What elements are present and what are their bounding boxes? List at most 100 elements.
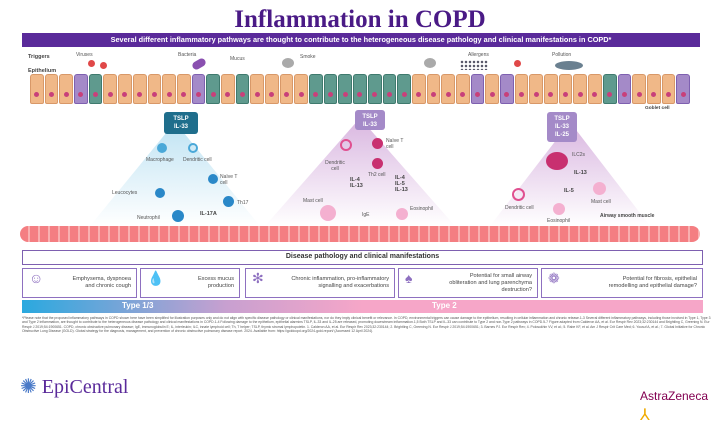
- epithelial-cell: [617, 74, 632, 104]
- astrazeneca-logo-text: AstraZeneca: [640, 389, 709, 403]
- cytokine-label: IL-17A: [200, 211, 217, 217]
- cell-label: Th2 cell: [368, 172, 386, 178]
- eosinophil-icon: [396, 208, 408, 220]
- astrazeneca-logo: AstraZeneca ⅄: [640, 387, 720, 425]
- pollution-icon: [555, 61, 583, 70]
- trigger-viruses: Viruses: [76, 52, 93, 58]
- epithelial-cell: [397, 74, 411, 104]
- epithelial-cell: [411, 74, 426, 104]
- epithelial-cell: [632, 74, 646, 104]
- footnote: *Please note that the proposed inflammat…: [22, 316, 711, 334]
- mucus-drops-icon: 💧: [147, 270, 165, 286]
- trigger-smoke: Smoke: [300, 54, 316, 60]
- type-1-3-label: Type 1/3: [122, 301, 154, 310]
- alarmin-label: IL-33: [173, 124, 188, 130]
- manifestation-text: Excess mucus production: [197, 276, 234, 289]
- manifestation-card: ✻ Chronic inflammation, pro-inflammatory …: [245, 268, 395, 298]
- epithelium-label: Epithelium: [28, 68, 57, 74]
- epithelial-cell: [338, 74, 353, 104]
- epithelial-cell: [426, 74, 441, 104]
- epithelial-cell: [59, 74, 74, 104]
- cell-label: Dendritic cell: [505, 205, 534, 211]
- naive-t-cell-icon: [372, 138, 383, 149]
- cell-label: Leucocytes: [112, 190, 138, 196]
- epithelial-cell: [74, 74, 88, 104]
- cytokine-label: IL-13: [574, 170, 587, 176]
- epithelial-cell: [30, 74, 44, 104]
- epithelial-cell: [44, 74, 59, 104]
- virus-icon: [514, 60, 521, 67]
- type-2-label: Type 2: [432, 301, 457, 310]
- mast-cell-icon: [593, 182, 606, 195]
- inflammation-cells-icon: ✻: [252, 270, 264, 286]
- epicentral-mark-icon: ✺: [20, 376, 42, 398]
- epithelial-cell: [676, 74, 690, 104]
- epithelial-cell: [382, 74, 397, 104]
- airway-muscle-label: Airway smooth muscle: [600, 213, 655, 219]
- disease-pathology-header: Disease pathology and clinical manifesta…: [22, 250, 703, 265]
- page-title: Inflammation in COPD: [234, 6, 486, 33]
- airway-smooth-muscle: [20, 226, 700, 242]
- epithelial-cell: [470, 74, 485, 104]
- manifestation-card: ❁ Potential for fibrosis, epithelial remo…: [541, 268, 703, 298]
- epithelial-cell: [103, 74, 118, 104]
- cell-label: Macrophage: [146, 157, 174, 163]
- virus-icon: [88, 60, 95, 67]
- inflammation-type-bar: Type 1/3 Type 2: [22, 300, 703, 313]
- epithelial-cell: [309, 74, 323, 104]
- alarmin-label: IL-33: [362, 122, 377, 128]
- epithelial-cell: [514, 74, 529, 104]
- dendritic-cell-icon: [188, 143, 198, 153]
- epithelial-cell: [441, 74, 455, 104]
- cell-label: Eosinophil: [547, 218, 571, 224]
- smoke-icon: [424, 58, 436, 68]
- manifestation-text: Chronic inflammation, pro-inflammatory s…: [291, 276, 389, 289]
- manifestation-text: Potential for small airway obliteration …: [449, 272, 532, 293]
- cell-label: Naïve T cell: [220, 174, 238, 186]
- epithelial-cell: [220, 74, 235, 104]
- epithelial-cell: [162, 74, 176, 104]
- trigger-pollution: Pollution: [552, 52, 572, 58]
- manifestation-text: Potential for fibrosis, epithelial remod…: [608, 276, 697, 289]
- cell-label: Naïve T cell: [386, 138, 404, 150]
- epithelial-cell: [323, 74, 338, 104]
- ilc2-icon: [546, 152, 568, 170]
- epithelial-cell: [294, 74, 309, 104]
- triggers-label: Triggers: [28, 54, 50, 60]
- subtitle-banner: Several different inflammatory pathways …: [22, 33, 700, 47]
- epithelial-cell: [353, 74, 367, 104]
- epithelium-layer: [30, 74, 690, 104]
- macrophage-icon: [157, 143, 167, 153]
- th2-cell-icon: [372, 158, 383, 169]
- epithelial-cell: [602, 74, 617, 104]
- cell-label: ILC2s: [572, 152, 586, 158]
- trigger-allergens: Allergens: [468, 52, 489, 58]
- cytokine-label: IL-4: [350, 177, 360, 183]
- astrazeneca-mark-icon: ⅄: [640, 407, 650, 424]
- epithelial-cell: [206, 74, 220, 104]
- epithelial-cell: [118, 74, 132, 104]
- trigger-mucus: Mucus: [230, 56, 245, 62]
- bacteria-icon: [190, 57, 208, 71]
- epithelial-cell: [573, 74, 588, 104]
- smoke-icon: [282, 58, 294, 68]
- epicentral-logo: ✺ EpiCentral: [20, 374, 128, 399]
- cytokine-label: IL-4: [395, 175, 405, 181]
- allergen-icon: [460, 60, 488, 70]
- epithelial-cell: [132, 74, 147, 104]
- epithelial-cell: [661, 74, 676, 104]
- alarmin-label: IL-25: [554, 132, 569, 138]
- cell-label: Mast cell: [303, 198, 323, 204]
- manifestation-card: 💧 Excess mucus production: [140, 268, 240, 298]
- epithelial-cell: [367, 74, 382, 104]
- tissue-icon: ❁: [548, 270, 560, 286]
- cytokine-label: IL-5: [395, 181, 405, 187]
- manifestation-text: Emphysema, dyspnoea and chronic cough: [72, 276, 131, 289]
- cytokine-label: IL-5: [564, 188, 574, 194]
- epithelial-cell: [191, 74, 206, 104]
- epithelial-cell: [646, 74, 661, 104]
- virus-icon: [100, 62, 107, 69]
- cell-label: IgE: [362, 212, 370, 218]
